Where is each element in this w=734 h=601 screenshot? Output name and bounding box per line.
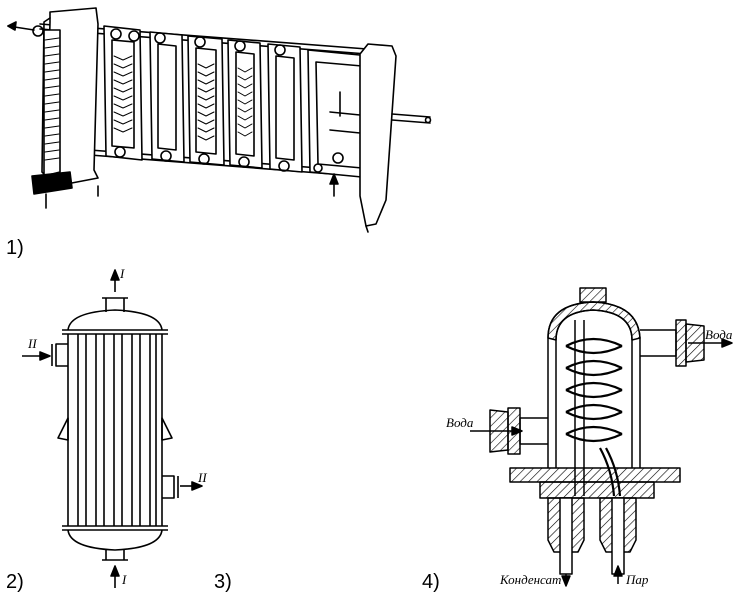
stream-one-top-label: I bbox=[119, 266, 125, 281]
stream-two-in-label: II bbox=[27, 336, 37, 351]
steam-label: Пар bbox=[625, 572, 649, 587]
water-in-label: Вода bbox=[446, 415, 474, 430]
condensate-label: Конденсат bbox=[499, 572, 561, 587]
figure-number-1: 1) bbox=[6, 237, 24, 259]
figure-number-2: 2) bbox=[6, 571, 24, 593]
stream-one-bottom-label: I bbox=[121, 572, 127, 587]
stream-two-out-label: II bbox=[197, 470, 207, 485]
figure-number-3: 3) bbox=[214, 571, 232, 593]
figure-number-4: 4) bbox=[422, 571, 440, 593]
water-out-label: Вода bbox=[705, 327, 733, 342]
